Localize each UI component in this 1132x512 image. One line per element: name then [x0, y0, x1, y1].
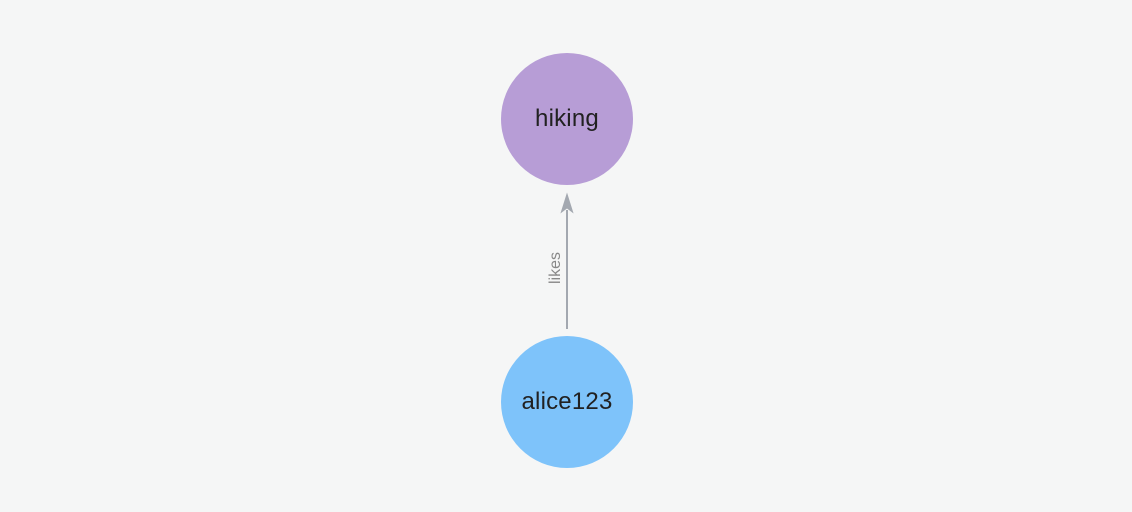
node-hiking[interactable]: hiking	[501, 53, 633, 185]
node-alice123[interactable]: alice123	[501, 336, 633, 468]
node-alice123-label: alice123	[521, 388, 613, 415]
edge-label: likes	[547, 251, 564, 285]
node-hiking-label: hiking	[535, 105, 599, 132]
edge-arrowhead-icon	[560, 192, 574, 214]
